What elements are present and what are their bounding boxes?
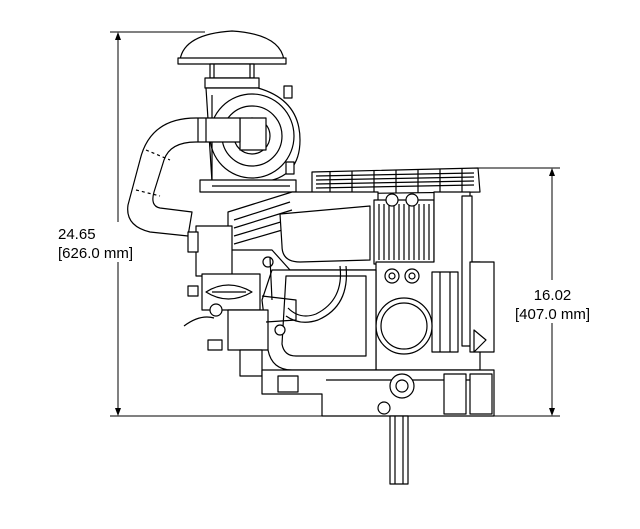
overall-height-inches: 24.65 xyxy=(58,226,96,243)
oil-filter xyxy=(375,297,433,355)
right-height-inches: 16.02 xyxy=(533,287,572,304)
carburetor-assembly xyxy=(183,225,297,377)
oil-cooler-grille xyxy=(373,193,435,265)
overall-height-label: 24.65 [626.0 mm] xyxy=(58,225,168,263)
overall-height-dimension xyxy=(110,31,360,417)
engine-base xyxy=(261,369,495,417)
overall-height-mm: [626.0 mm] xyxy=(58,245,134,262)
engine-block xyxy=(261,265,377,371)
cooling-fins xyxy=(311,167,481,195)
cylinder-head xyxy=(227,191,379,271)
right-height-label: 16.02 [407.0 mm] xyxy=(490,286,615,324)
crankshaft xyxy=(389,415,409,485)
right-height-mm: [407.0 mm] xyxy=(514,306,591,323)
air-cleaner-cap xyxy=(177,30,287,89)
